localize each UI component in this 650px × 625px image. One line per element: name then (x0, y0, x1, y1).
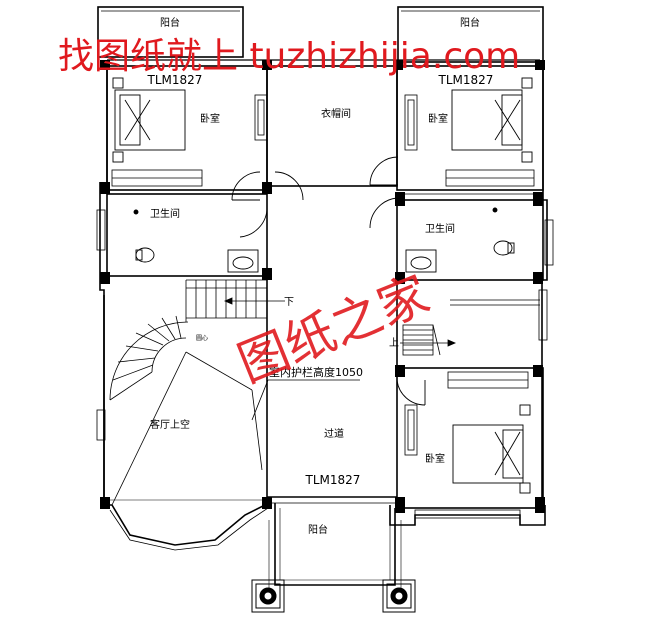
window-code-top-left: TLM1827 (147, 73, 203, 87)
bed-right (451, 77, 533, 163)
balcony-top-left-label: 阳台 (160, 16, 180, 29)
walls (97, 6, 548, 590)
window-code-top-right: TLM1827 (438, 73, 494, 87)
beds (112, 77, 533, 494)
planters (251, 579, 416, 613)
bedroom-left-label: 卧室 (200, 112, 220, 125)
bedroom-bottom-label: 卧室 (425, 452, 445, 465)
bedroom-right-label: 卧室 (428, 112, 448, 125)
room-labels: 阳台 阳台 卧室 衣帽间 卧室 卫生间 卫生间 客厅上空 过道 卧室 阳台 (150, 16, 480, 536)
columns (100, 60, 545, 513)
windows (96, 169, 554, 519)
railing-note: 室内护栏高度1050 (269, 365, 363, 379)
bathroom-right-label: 卫生间 (425, 222, 455, 235)
balcony-bottom-label: 阳台 (308, 523, 328, 536)
bed-left (112, 77, 186, 163)
leader-line (251, 379, 360, 421)
stair-up-label: 上 (389, 337, 399, 349)
corridor-label: 过道 (324, 427, 344, 440)
annotations: TLM1827 TLM1827 TLM1827 室内护栏高度1050 下 上 圆… (147, 73, 494, 487)
balcony-top-right-label: 阳台 (460, 16, 480, 29)
fixtures (133, 207, 515, 273)
balcony-top-right-outline (397, 6, 544, 63)
straight-stair (400, 299, 540, 356)
bathroom-left-label: 卫生间 (150, 207, 180, 220)
watermark-top: 找图纸就上 tuzhizhijia.com (58, 36, 520, 77)
bed-bottom (452, 404, 531, 494)
center-mark-label: 圆心 (196, 335, 208, 342)
window-code-bottom: TLM1827 (305, 473, 361, 487)
balcony-top-left-outline (97, 6, 244, 58)
living-void-label: 客厅上空 (150, 418, 190, 431)
stair-down-label: 下 (284, 297, 294, 308)
cloakroom-label: 衣帽间 (321, 107, 351, 120)
wardrobes (254, 94, 418, 456)
spiral-stair (109, 279, 285, 506)
doors (231, 156, 426, 406)
